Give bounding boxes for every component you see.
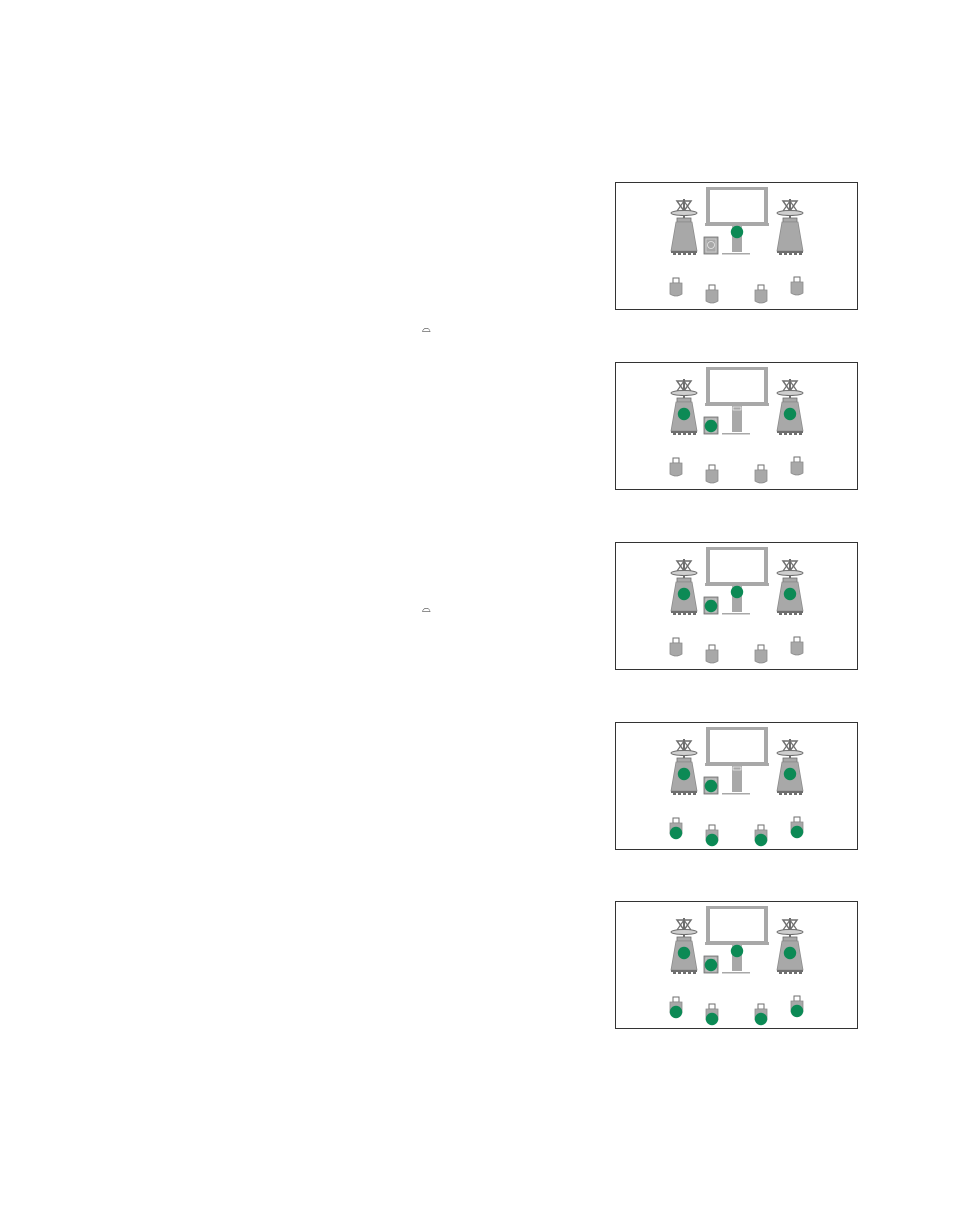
active-indicator-front-right <box>784 768 796 780</box>
front-left-speaker <box>671 559 697 615</box>
speaker-setup-diagram-2 <box>615 362 858 490</box>
active-indicator-front-right <box>784 947 796 959</box>
rear-left-speaker <box>706 645 718 663</box>
active-indicator-subwoofer <box>705 600 717 612</box>
side-left-speaker <box>670 278 682 296</box>
active-indicator-subwoofer <box>705 420 717 432</box>
rear-right-speaker <box>755 465 767 483</box>
active-indicator-front-left <box>678 588 690 600</box>
half-circle-up-icon: ⌓ <box>422 603 431 614</box>
active-indicator-subwoofer <box>705 780 717 792</box>
tv-screen <box>705 187 769 226</box>
front-left-speaker <box>671 199 697 255</box>
active-indicator-front-left <box>678 408 690 420</box>
side-right-speaker <box>791 277 803 295</box>
tv-screen <box>705 367 769 406</box>
front-left-speaker <box>671 739 697 795</box>
front-left-speaker <box>671 379 697 435</box>
speaker-setup-diagram-4 <box>615 722 858 850</box>
front-left-speaker <box>671 918 697 974</box>
active-indicator-center <box>731 586 743 598</box>
side-left-speaker <box>670 458 682 476</box>
subwoofer <box>704 237 718 254</box>
speaker-setup-diagram-3 <box>615 542 858 670</box>
active-indicator-side-left <box>670 1006 682 1018</box>
active-indicator-front-right <box>784 588 796 600</box>
active-indicator-center <box>731 945 743 957</box>
rear-right-speaker <box>755 645 767 663</box>
front-right-speaker <box>777 559 803 615</box>
tv-screen <box>705 547 769 586</box>
rear-right-speaker <box>755 285 767 303</box>
active-indicator-rear-left <box>706 1013 718 1025</box>
front-right-speaker <box>777 379 803 435</box>
side-right-speaker <box>791 637 803 655</box>
active-indicator-front-left <box>678 947 690 959</box>
front-right-speaker <box>777 739 803 795</box>
active-indicator-side-right <box>791 1005 803 1017</box>
speaker-setup-diagram-1 <box>615 182 858 310</box>
tv-screen <box>705 906 769 945</box>
rear-left-speaker <box>706 285 718 303</box>
side-right-speaker <box>791 457 803 475</box>
speaker-setup-diagram-5 <box>615 901 858 1029</box>
active-indicator-side-right <box>791 826 803 838</box>
active-indicator-subwoofer <box>705 959 717 971</box>
tv-screen <box>705 727 769 766</box>
active-indicator-center <box>731 226 743 238</box>
side-left-speaker <box>670 638 682 656</box>
active-indicator-side-left <box>670 827 682 839</box>
active-indicator-rear-left <box>706 834 718 846</box>
front-right-speaker <box>777 199 803 255</box>
half-circle-up-icon: ⌓ <box>422 323 431 334</box>
active-indicator-rear-right <box>755 1013 767 1025</box>
rear-left-speaker <box>706 465 718 483</box>
active-indicator-front-left <box>678 768 690 780</box>
active-indicator-front-right <box>784 408 796 420</box>
tv-stand <box>722 766 750 795</box>
front-right-speaker <box>777 918 803 974</box>
active-indicator-rear-right <box>755 834 767 846</box>
tv-stand <box>722 406 750 435</box>
